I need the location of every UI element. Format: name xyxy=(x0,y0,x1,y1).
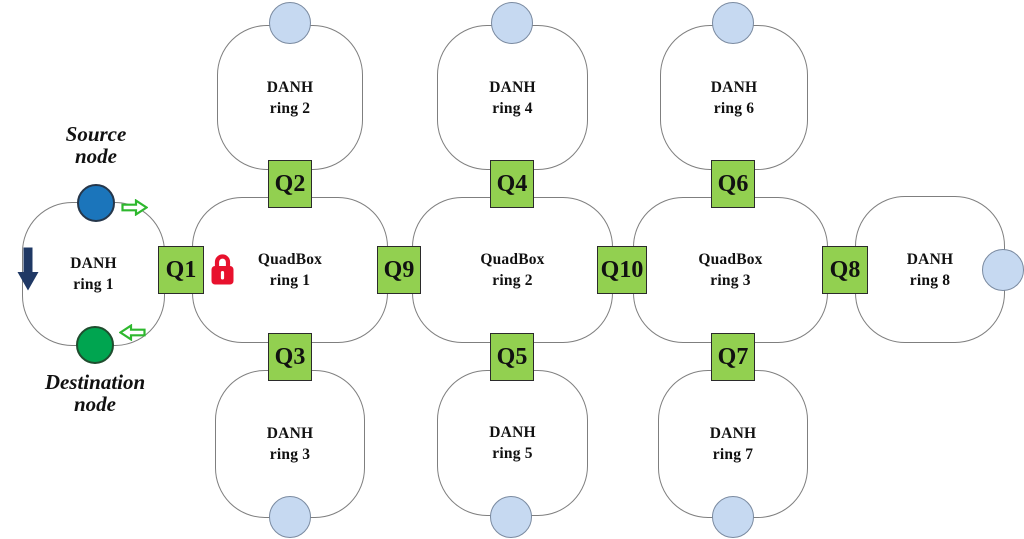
annotation-line: node xyxy=(74,392,116,416)
ring-name-text: QuadBox xyxy=(480,251,545,268)
quadbox-ring-2-label: QuadBox ring 2 xyxy=(480,249,544,291)
ring-name-text: DANH xyxy=(70,255,117,272)
annotation-line: node xyxy=(75,144,117,168)
danh-ring-2-label: DANH ring 2 xyxy=(267,77,313,119)
node-danh-ring-6 xyxy=(712,2,754,44)
annotation-line: Source xyxy=(65,122,127,146)
ring-name-text: DANH xyxy=(489,78,536,96)
source-node xyxy=(77,184,115,222)
destination-node-label: Destination node xyxy=(15,371,175,415)
quadbox-switch-q2: Q2 xyxy=(268,160,312,208)
ring-name-text: DANH xyxy=(489,424,536,441)
ring-name-text: QuadBox xyxy=(257,251,323,268)
quadbox-switch-q7: Q7 xyxy=(711,333,755,381)
node-danh-ring-3 xyxy=(269,496,311,538)
danh-ring-8-label: DANH ring 8 xyxy=(907,249,953,291)
quadbox-ring-2: QuadBox ring 2 xyxy=(412,197,613,343)
ring-number-text: ring 5 xyxy=(492,445,533,462)
ring-number-text: ring 1 xyxy=(73,276,114,293)
quadbox-switch-q3: Q3 xyxy=(268,333,312,381)
ring-number-text: ring 2 xyxy=(269,99,311,117)
node-danh-ring-2 xyxy=(269,2,311,44)
danh-ring-4-label: DANH ring 4 xyxy=(489,77,535,119)
green-right-arrow-icon xyxy=(121,198,149,217)
danh-ring-6-label: DANH ring 6 xyxy=(711,77,757,119)
ring-number-text: ring 3 xyxy=(269,446,311,463)
ring-number-text: ring 4 xyxy=(492,99,533,117)
quadbox-switch-q5: Q5 xyxy=(490,333,534,381)
danh-ring-2: DANH ring 2 xyxy=(217,25,363,170)
destination-node xyxy=(76,326,114,364)
quadbox-switch-q6: Q6 xyxy=(711,160,755,208)
danh-ring-6: DANH ring 6 xyxy=(660,25,808,170)
lock-icon xyxy=(210,252,235,286)
quadbox-switch-q1: Q1 xyxy=(158,246,204,294)
danh-ring-3-label: DANH ring 3 xyxy=(267,423,313,465)
node-danh-ring-4 xyxy=(491,2,533,44)
ring-name-text: DANH xyxy=(266,425,314,442)
node-danh-ring-8 xyxy=(982,249,1024,291)
ring-number-text: ring 3 xyxy=(710,272,751,289)
ring-number-text: ring 8 xyxy=(909,271,951,289)
quadbox-switch-q9: Q9 xyxy=(377,246,421,294)
ring-number-text: ring 6 xyxy=(713,99,755,117)
quadbox-ring-1-label: QuadBox ring 1 xyxy=(258,249,322,291)
navy-down-arrow-icon xyxy=(17,247,39,291)
danh-ring-5: DANH ring 5 xyxy=(437,370,588,516)
quadbox-ring-3: QuadBox ring 3 xyxy=(633,197,828,343)
ring-name-text: DANH xyxy=(266,78,314,96)
quadbox-switch-q4: Q4 xyxy=(490,160,534,208)
danh-ring-7-label: DANH ring 7 xyxy=(710,423,756,465)
ring-number-text: ring 2 xyxy=(492,272,533,289)
node-danh-ring-5 xyxy=(490,496,532,538)
node-danh-ring-7 xyxy=(712,496,754,538)
source-node-label: Source node xyxy=(26,123,166,167)
ring-name-text: QuadBox xyxy=(698,251,763,268)
ring-name-text: DANH xyxy=(709,425,757,442)
annotation-line: Destination xyxy=(44,370,146,394)
danh-ring-1-label: DANH ring 1 xyxy=(70,253,116,295)
ring-name-text: DANH xyxy=(906,250,954,268)
danh-ring-4: DANH ring 4 xyxy=(437,25,588,170)
quadbox-switch-q10: Q10 xyxy=(597,246,647,294)
green-left-arrow-icon xyxy=(118,323,146,342)
danh-ring-5-label: DANH ring 5 xyxy=(489,422,535,464)
quadbox-ring-3-label: QuadBox ring 3 xyxy=(698,249,762,291)
ring-number-text: ring 1 xyxy=(269,272,311,289)
ring-number-text: ring 7 xyxy=(712,446,754,463)
ring-name-text: DANH xyxy=(710,78,758,96)
quadbox-switch-q8: Q8 xyxy=(822,246,868,294)
